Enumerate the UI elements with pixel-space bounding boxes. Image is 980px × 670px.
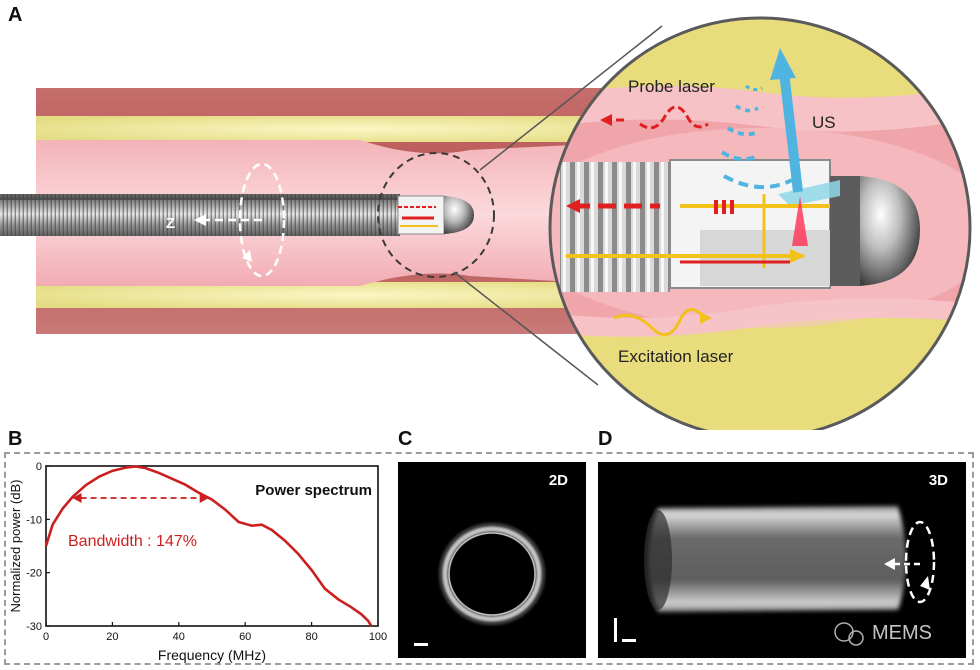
x-tick-label: 100 (369, 631, 387, 643)
catheter-illustration: Z Probe laser US Excitation laser (0, 16, 972, 430)
image-3d: 3D MEMS (598, 462, 966, 658)
x-tick-label: 40 (173, 631, 185, 643)
spectrum-line (44, 465, 373, 627)
rotation-ellipse (238, 162, 286, 278)
bandwidth-annotation: Bandwidth : 147% (68, 533, 197, 550)
x-tick-label: 60 (239, 631, 251, 643)
scale-bar-3d-vertical (614, 618, 617, 642)
zoom-circle-border (548, 16, 972, 430)
power-spectrum-chart: 0 20 40 60 80 100 0 -10 -20 -30 Power spectrum Ba… (8, 461, 387, 663)
image-3d-content: 3D MEMS (614, 472, 948, 646)
x-tick-label: 0 (43, 631, 49, 643)
panel-label-d: D (598, 428, 613, 450)
z-axis-label: Z (166, 215, 175, 232)
panel-label-a: A (8, 4, 23, 26)
vessel-ring (442, 526, 542, 622)
zoomed-view (550, 18, 970, 430)
panel-label-b: B (8, 428, 23, 450)
image-2d: 2D (398, 462, 586, 658)
x-tick-label: 80 (305, 631, 317, 643)
catheter-housing (397, 195, 445, 235)
scale-bar-3d-horizontal (622, 639, 636, 642)
image-2d-content: 2D (414, 472, 568, 646)
us-label: US (812, 113, 836, 132)
plot-frame (45, 465, 379, 627)
chart-title: Power spectrum (255, 482, 372, 499)
image-2d-label: 2D (549, 472, 568, 489)
zoom-region (377, 152, 495, 278)
watermark: MEMS (834, 622, 932, 646)
catheter-coil (0, 194, 400, 236)
watermark-text: MEMS (872, 622, 932, 644)
panel-label-c: C (398, 428, 413, 450)
image-3d-label: 3D (929, 472, 948, 489)
bandwidth-arrow-head-left (72, 493, 82, 503)
rotation-ellipse-3d (904, 520, 936, 604)
y-axis-label: Normalized power (dB) (8, 480, 23, 613)
scale-bar-2d (414, 643, 428, 646)
vessel-3d-render (648, 506, 906, 612)
bottom-panels-frame (4, 452, 974, 665)
y-tick-label: -30 (26, 621, 42, 633)
bandwidth-arrow-head-right (199, 493, 209, 503)
chat-bubble-icon (834, 622, 854, 642)
x-axis-label: Frequency (MHz) (158, 647, 266, 663)
excitation-laser-label: Excitation laser (618, 347, 734, 366)
probe-laser-label: Probe laser (628, 77, 715, 96)
y-tick-label: 0 (36, 461, 42, 473)
y-tick-label: -10 (26, 514, 42, 526)
zoom-line-bottom (453, 271, 599, 386)
x-tick-label: 20 (106, 631, 118, 643)
catheter-tip (444, 196, 474, 234)
y-tick-label: -20 (26, 568, 42, 580)
zoom-line-top (479, 25, 663, 171)
